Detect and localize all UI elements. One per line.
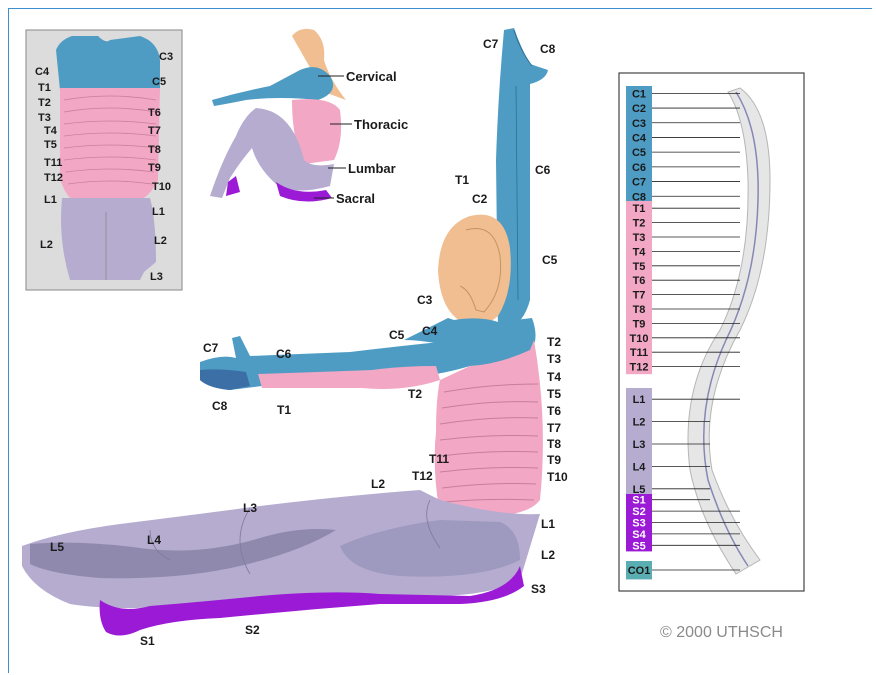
spine-level-label-t3: T3 (633, 232, 646, 244)
figure-label-t8: T8 (547, 437, 561, 451)
spine-level-label-t12: T12 (630, 362, 649, 374)
figure-label-t1: T1 (277, 403, 291, 417)
region-legend-figure: Cervical Thoracic Lumbar Sacral (210, 29, 408, 206)
torso-label-t4: T4 (44, 125, 58, 137)
torso-label-c3: C3 (159, 51, 173, 63)
copyright-notice: © 2000 UTHSCH (660, 624, 783, 642)
figure-label-t7: T7 (547, 421, 561, 435)
spine-level-label-s2: S2 (632, 506, 645, 518)
figure-label-c7: C7 (203, 341, 219, 355)
legend-sacral-label: Sacral (336, 191, 375, 206)
spine-level-label-t6: T6 (633, 275, 646, 287)
spine-level-label-s3: S3 (632, 518, 645, 530)
spine-level-label-t4: T4 (633, 246, 647, 258)
spine-level-label-s1: S1 (632, 495, 645, 507)
figure-label-c6: C6 (535, 163, 551, 177)
spine-level-label-l2: L2 (633, 417, 646, 429)
figure-label-c8: C8 (212, 399, 228, 413)
spine-level-label-l3: L3 (633, 439, 646, 451)
torso-label-c5: C5 (152, 76, 166, 88)
spine-level-label-s4: S4 (632, 529, 646, 541)
torso-label-l2: L2 (154, 235, 167, 247)
figure-label-c6: C6 (276, 347, 292, 361)
spine-level-label-c5: C5 (632, 147, 646, 159)
figure-label-l4: L4 (147, 533, 161, 547)
spine-level-label-c4: C4 (632, 132, 647, 144)
torso-label-t6: T6 (148, 107, 161, 119)
spine-level-label-t10: T10 (630, 333, 649, 345)
spine-level-label-c3: C3 (632, 118, 646, 130)
figure-label-c2: C2 (472, 192, 488, 206)
torso-label-t8: T8 (148, 144, 161, 156)
torso-label-t3: T3 (38, 112, 51, 124)
torso-label-t2: T2 (38, 97, 51, 109)
spine-level-label-t2: T2 (633, 218, 646, 230)
figure-label-c7: C7 (483, 37, 499, 51)
figure-label-l1: L1 (541, 517, 555, 531)
figure-label-t10: T10 (547, 470, 568, 484)
figure-label-s1: S1 (140, 634, 155, 648)
hand-c8 (200, 369, 250, 390)
torso-label-t5: T5 (44, 139, 57, 151)
figure-label-c5: C5 (542, 253, 558, 267)
spine-level-label-s5: S5 (632, 540, 645, 552)
figure-label-t3: T3 (547, 352, 561, 366)
torso-label-l2: L2 (40, 239, 53, 251)
figure-label-t2: T2 (408, 387, 422, 401)
spine-level-label-l4: L4 (633, 461, 647, 473)
figure-label-l2: L2 (541, 548, 555, 562)
spine-level-label-t9: T9 (633, 318, 646, 330)
copyright-text: 2000 UTHSCH (676, 624, 783, 641)
copyright-icon: © (660, 624, 672, 641)
torso-label-t1: T1 (38, 82, 51, 94)
figure-label-c8: C8 (540, 42, 556, 56)
torso-lumbar-zone (61, 198, 156, 280)
spine-level-label-co1: CO1 (628, 565, 651, 577)
torso-label-t10: T10 (152, 181, 171, 193)
spine-level-label-c1: C1 (632, 88, 646, 100)
figure-label-t9: T9 (547, 453, 561, 467)
torso-label-l1: L1 (152, 206, 165, 218)
legend-cervical-label: Cervical (346, 69, 397, 84)
figure-label-c3: C3 (417, 293, 433, 307)
torso-label-c4: C4 (35, 66, 50, 78)
figure-label-l3: L3 (243, 501, 257, 515)
figure-label-s2: S2 (245, 623, 260, 637)
spine-level-label-t1: T1 (633, 203, 646, 215)
spine-level-label-c7: C7 (632, 177, 646, 189)
spine-level-label-t8: T8 (633, 304, 646, 316)
torso-label-l1: L1 (44, 194, 57, 206)
torso-label-t12: T12 (44, 172, 63, 184)
figure-label-s3: S3 (531, 582, 546, 596)
spine-level-label-t11: T11 (630, 347, 648, 359)
figure-label-t6: T6 (547, 404, 561, 418)
torso-label-l3: L3 (150, 271, 163, 283)
figure-label-c5: C5 (389, 328, 405, 342)
torso-cervical-zone (56, 36, 160, 90)
spine-level-label-c6: C6 (632, 162, 646, 174)
figure-label-t4: T4 (547, 370, 561, 384)
figure-label-t12: T12 (412, 469, 433, 483)
spine-level-label-l1: L1 (633, 394, 646, 406)
figure-label-t1: T1 (455, 173, 469, 187)
legend-thoracic-label: Thoracic (354, 117, 408, 132)
torso-label-t7: T7 (148, 125, 161, 137)
figure-label-t11: T11 (429, 452, 449, 466)
figure-label-c4: C4 (422, 324, 438, 338)
figure-label-t5: T5 (547, 387, 561, 401)
spine-level-label-c2: C2 (632, 103, 646, 115)
figure-label-l5: L5 (50, 540, 64, 554)
legend-lumbar-label: Lumbar (348, 161, 396, 176)
torso-label-t11: T11 (44, 157, 62, 169)
figure-label-l2: L2 (371, 477, 385, 491)
figure-label-t2: T2 (547, 335, 561, 349)
spine-level-label-t7: T7 (633, 290, 646, 302)
spine-panel: C1C2C3C4C5C6C7C8T1T2T3T4T5T6T7T8T9T10T11… (619, 73, 804, 591)
torso-label-t9: T9 (148, 162, 161, 174)
head (438, 215, 511, 325)
spine-level-label-t5: T5 (633, 261, 646, 273)
